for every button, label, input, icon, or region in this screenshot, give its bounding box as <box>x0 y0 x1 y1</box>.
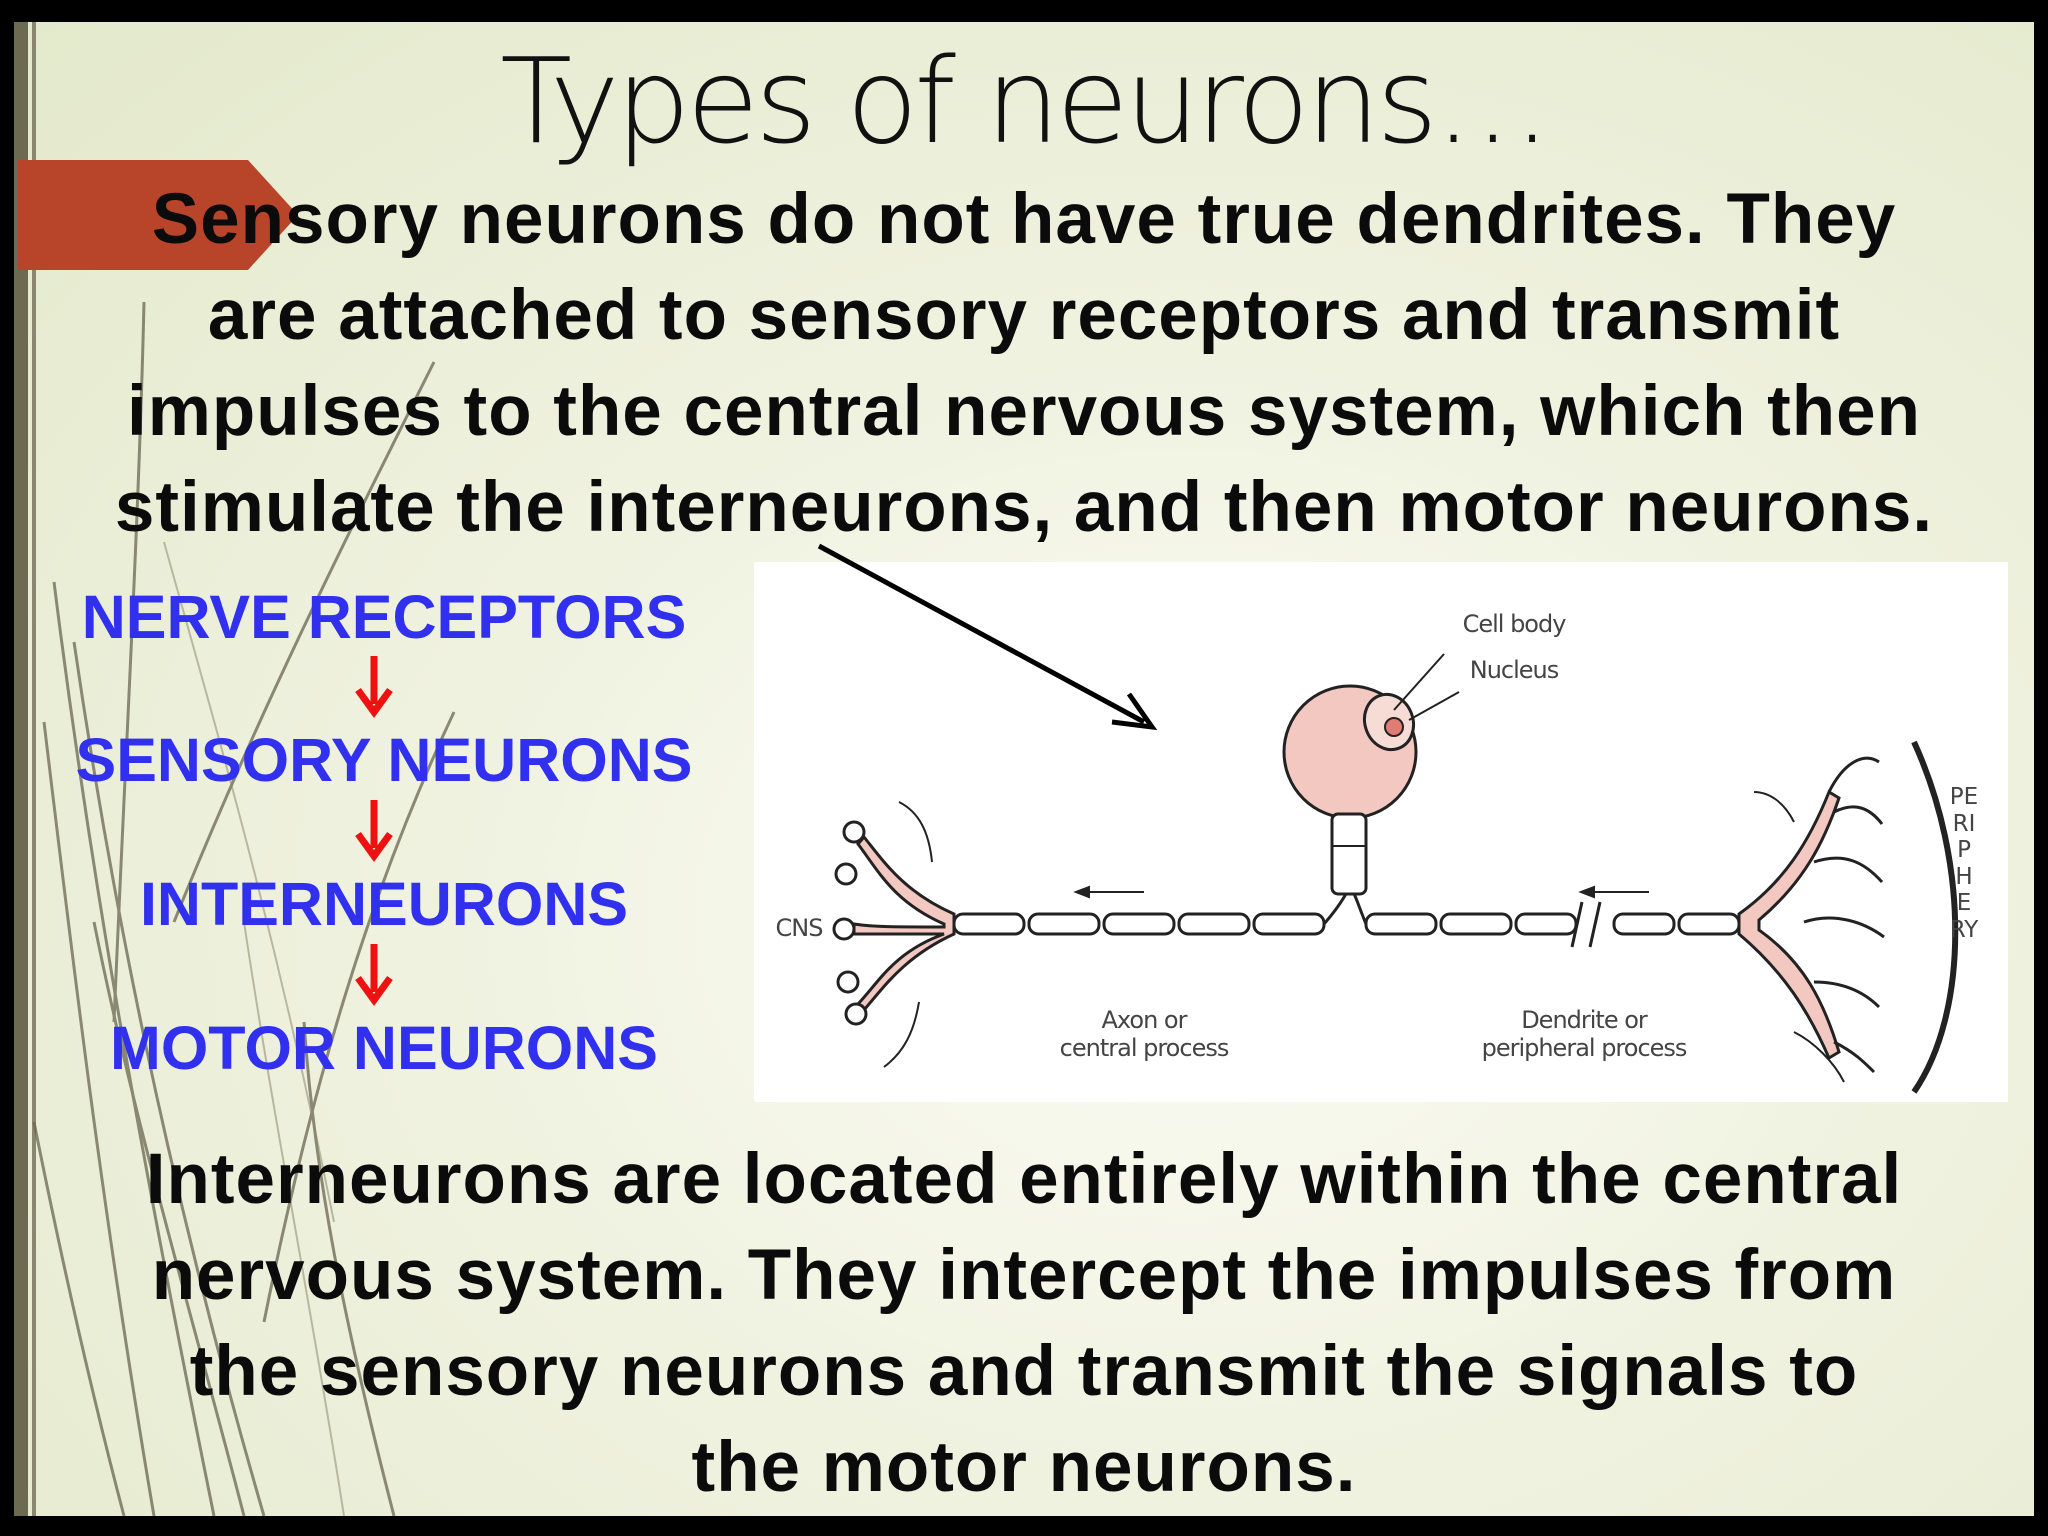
periphery-label: PERIPHERY <box>1949 784 1979 943</box>
title-accent-tag <box>18 160 298 270</box>
axon-label: Axon or central process <box>1059 1006 1230 1062</box>
down-arrow-icon <box>355 944 393 1006</box>
flow-item-sensory-neurons: SENSORY NEURONS <box>75 726 693 794</box>
down-arrow-icon <box>355 656 393 718</box>
interneuron-paragraph: Interneurons are located entirely within… <box>145 1140 1903 1507</box>
left-accent-bar <box>14 22 28 1516</box>
sensory-neuron-diagram: Cell body Nucleus CNS Axon or central pr… <box>754 562 2008 1102</box>
grass-decoration <box>32 301 456 1516</box>
flow-item-interneurons: INTERNEURONS <box>139 870 629 938</box>
left-accent-line <box>32 22 36 1516</box>
nucleus-label: Nucleus <box>1469 656 1560 684</box>
down-arrow-icon <box>355 800 393 862</box>
sensory-neuron-paragraph: Sensory neurons do not have true dendrit… <box>114 180 1934 547</box>
slide: Types of neurons… Sensory neurons do not… <box>14 22 2034 1516</box>
cns-label: CNS <box>775 914 824 942</box>
neuron-illustration <box>832 653 1959 1094</box>
flow-item-motor-neurons: MOTOR NEURONS <box>110 1014 658 1082</box>
dendrite-label: Dendrite or peripheral process <box>1481 1006 1688 1062</box>
slide-title: Types of neurons… <box>500 32 1552 170</box>
cell-body-label: Cell body <box>1462 610 1567 638</box>
flow-item-nerve-receptors: NERVE RECEPTORS <box>81 583 687 651</box>
